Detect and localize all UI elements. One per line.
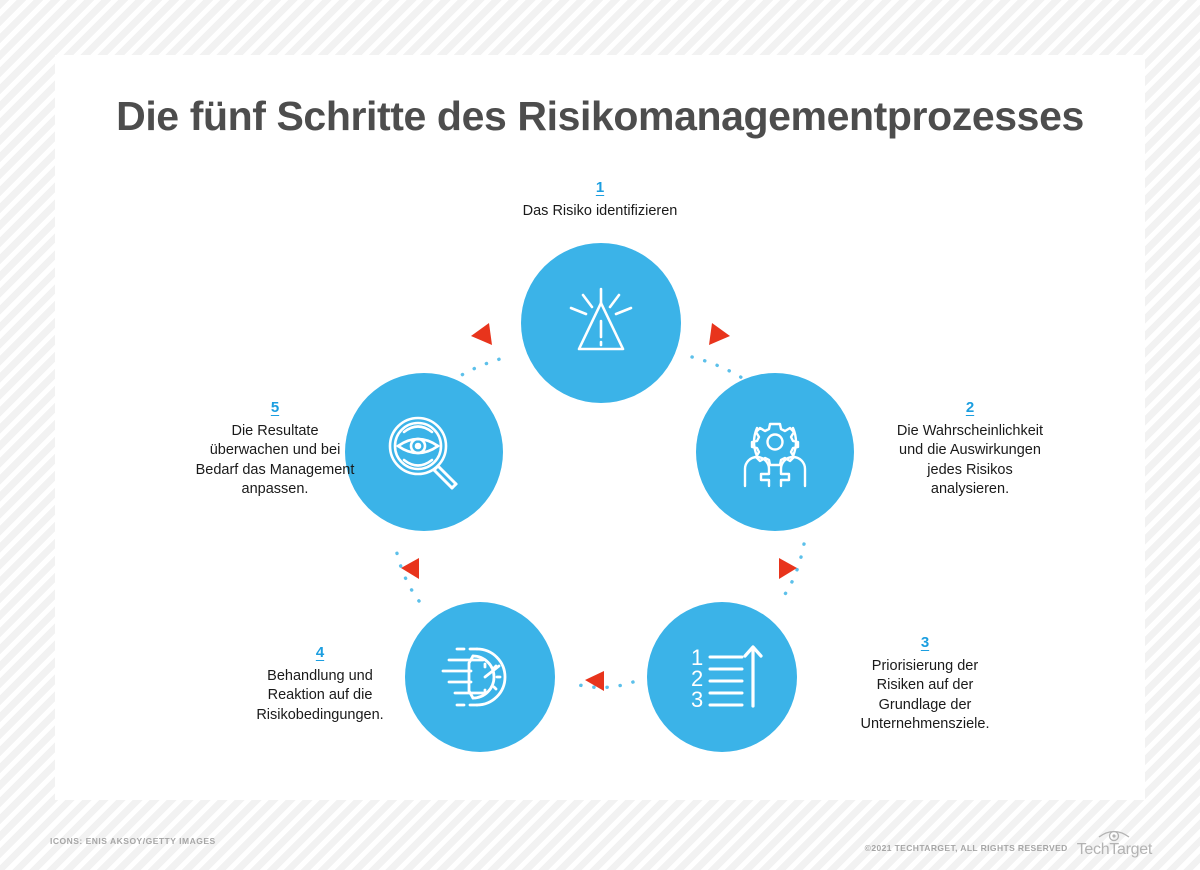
arrowhead-5-1 [471, 323, 492, 345]
step-1-circle[interactable] [521, 243, 681, 403]
svg-text:3: 3 [691, 687, 703, 712]
step-2-text: Die Wahrscheinlichkeit und die Auswirkun… [896, 422, 1044, 498]
eye-icon [1098, 830, 1130, 842]
step-4-number: 4 [315, 644, 325, 661]
step-2-number: 2 [965, 399, 975, 416]
step-5-text: Die Resultate überwachen und bei Bedarf … [195, 422, 355, 498]
page-title: Die fünf Schritte des Risikomanagementpr… [116, 93, 1084, 139]
step-3-circle[interactable]: 1 2 3 [647, 602, 797, 752]
icon-credit: ICONS: ENIS AKSOY/GETTY IMAGES [50, 836, 216, 846]
connector-3-4 [567, 680, 635, 690]
fast-clock-icon [433, 630, 527, 724]
connector-4-5 [393, 542, 421, 603]
step-4-caption: 4 Behandlung und Reaktion auf die Risiko… [210, 643, 430, 725]
svg-text:1: 1 [691, 645, 703, 670]
heads-with-gear-icon [727, 404, 823, 500]
step-2-circle[interactable] [696, 373, 854, 531]
infographic-card: Die fünf Schritte des Risikomanagementpr… [55, 55, 1145, 800]
techtarget-logo: TechTarget [1077, 826, 1152, 859]
magnifier-eye-icon [376, 404, 472, 500]
svg-text:2: 2 [691, 666, 703, 691]
step-1-text: Das Risiko identifizieren [522, 202, 678, 219]
step-2-caption: 2 Die Wahrscheinlichkeit und die Auswirk… [860, 398, 1080, 500]
step-3-caption: 3 Priorisierung der Risiken auf der Grun… [815, 633, 1035, 735]
footer-branding: ©2021 TECHTARGET, ALL RIGHTS RESERVED Te… [865, 826, 1152, 859]
step-4-circle[interactable] [405, 602, 555, 752]
arrowhead-1-2 [709, 323, 730, 345]
arrowhead-3-4 [585, 671, 604, 691]
warning-triangle-icon [553, 275, 649, 371]
step-1-number: 1 [595, 179, 605, 196]
step-4-text: Behandlung und Reaktion auf die Risikobe… [256, 667, 384, 723]
numbered-list-arrow-icon: 1 2 3 [677, 632, 767, 722]
arrowhead-4-5 [401, 558, 419, 579]
step-5-circle[interactable] [345, 373, 503, 531]
techtarget-wordmark: TechTarget [1076, 841, 1153, 858]
arrowhead-2-3 [779, 558, 797, 579]
copyright-text: ©2021 TECHTARGET, ALL RIGHTS RESERVED [864, 842, 1068, 853]
step-5-number: 5 [270, 399, 280, 416]
step-3-text: Priorisierung der Risiken auf der Grundl… [860, 657, 990, 733]
step-5-caption: 5 Die Resultate überwachen und bei Bedar… [165, 398, 385, 500]
step-3-number: 3 [920, 634, 930, 651]
step-1-caption: 1 Das Risiko identifizieren [480, 178, 720, 221]
connector-2-3 [778, 542, 806, 603]
